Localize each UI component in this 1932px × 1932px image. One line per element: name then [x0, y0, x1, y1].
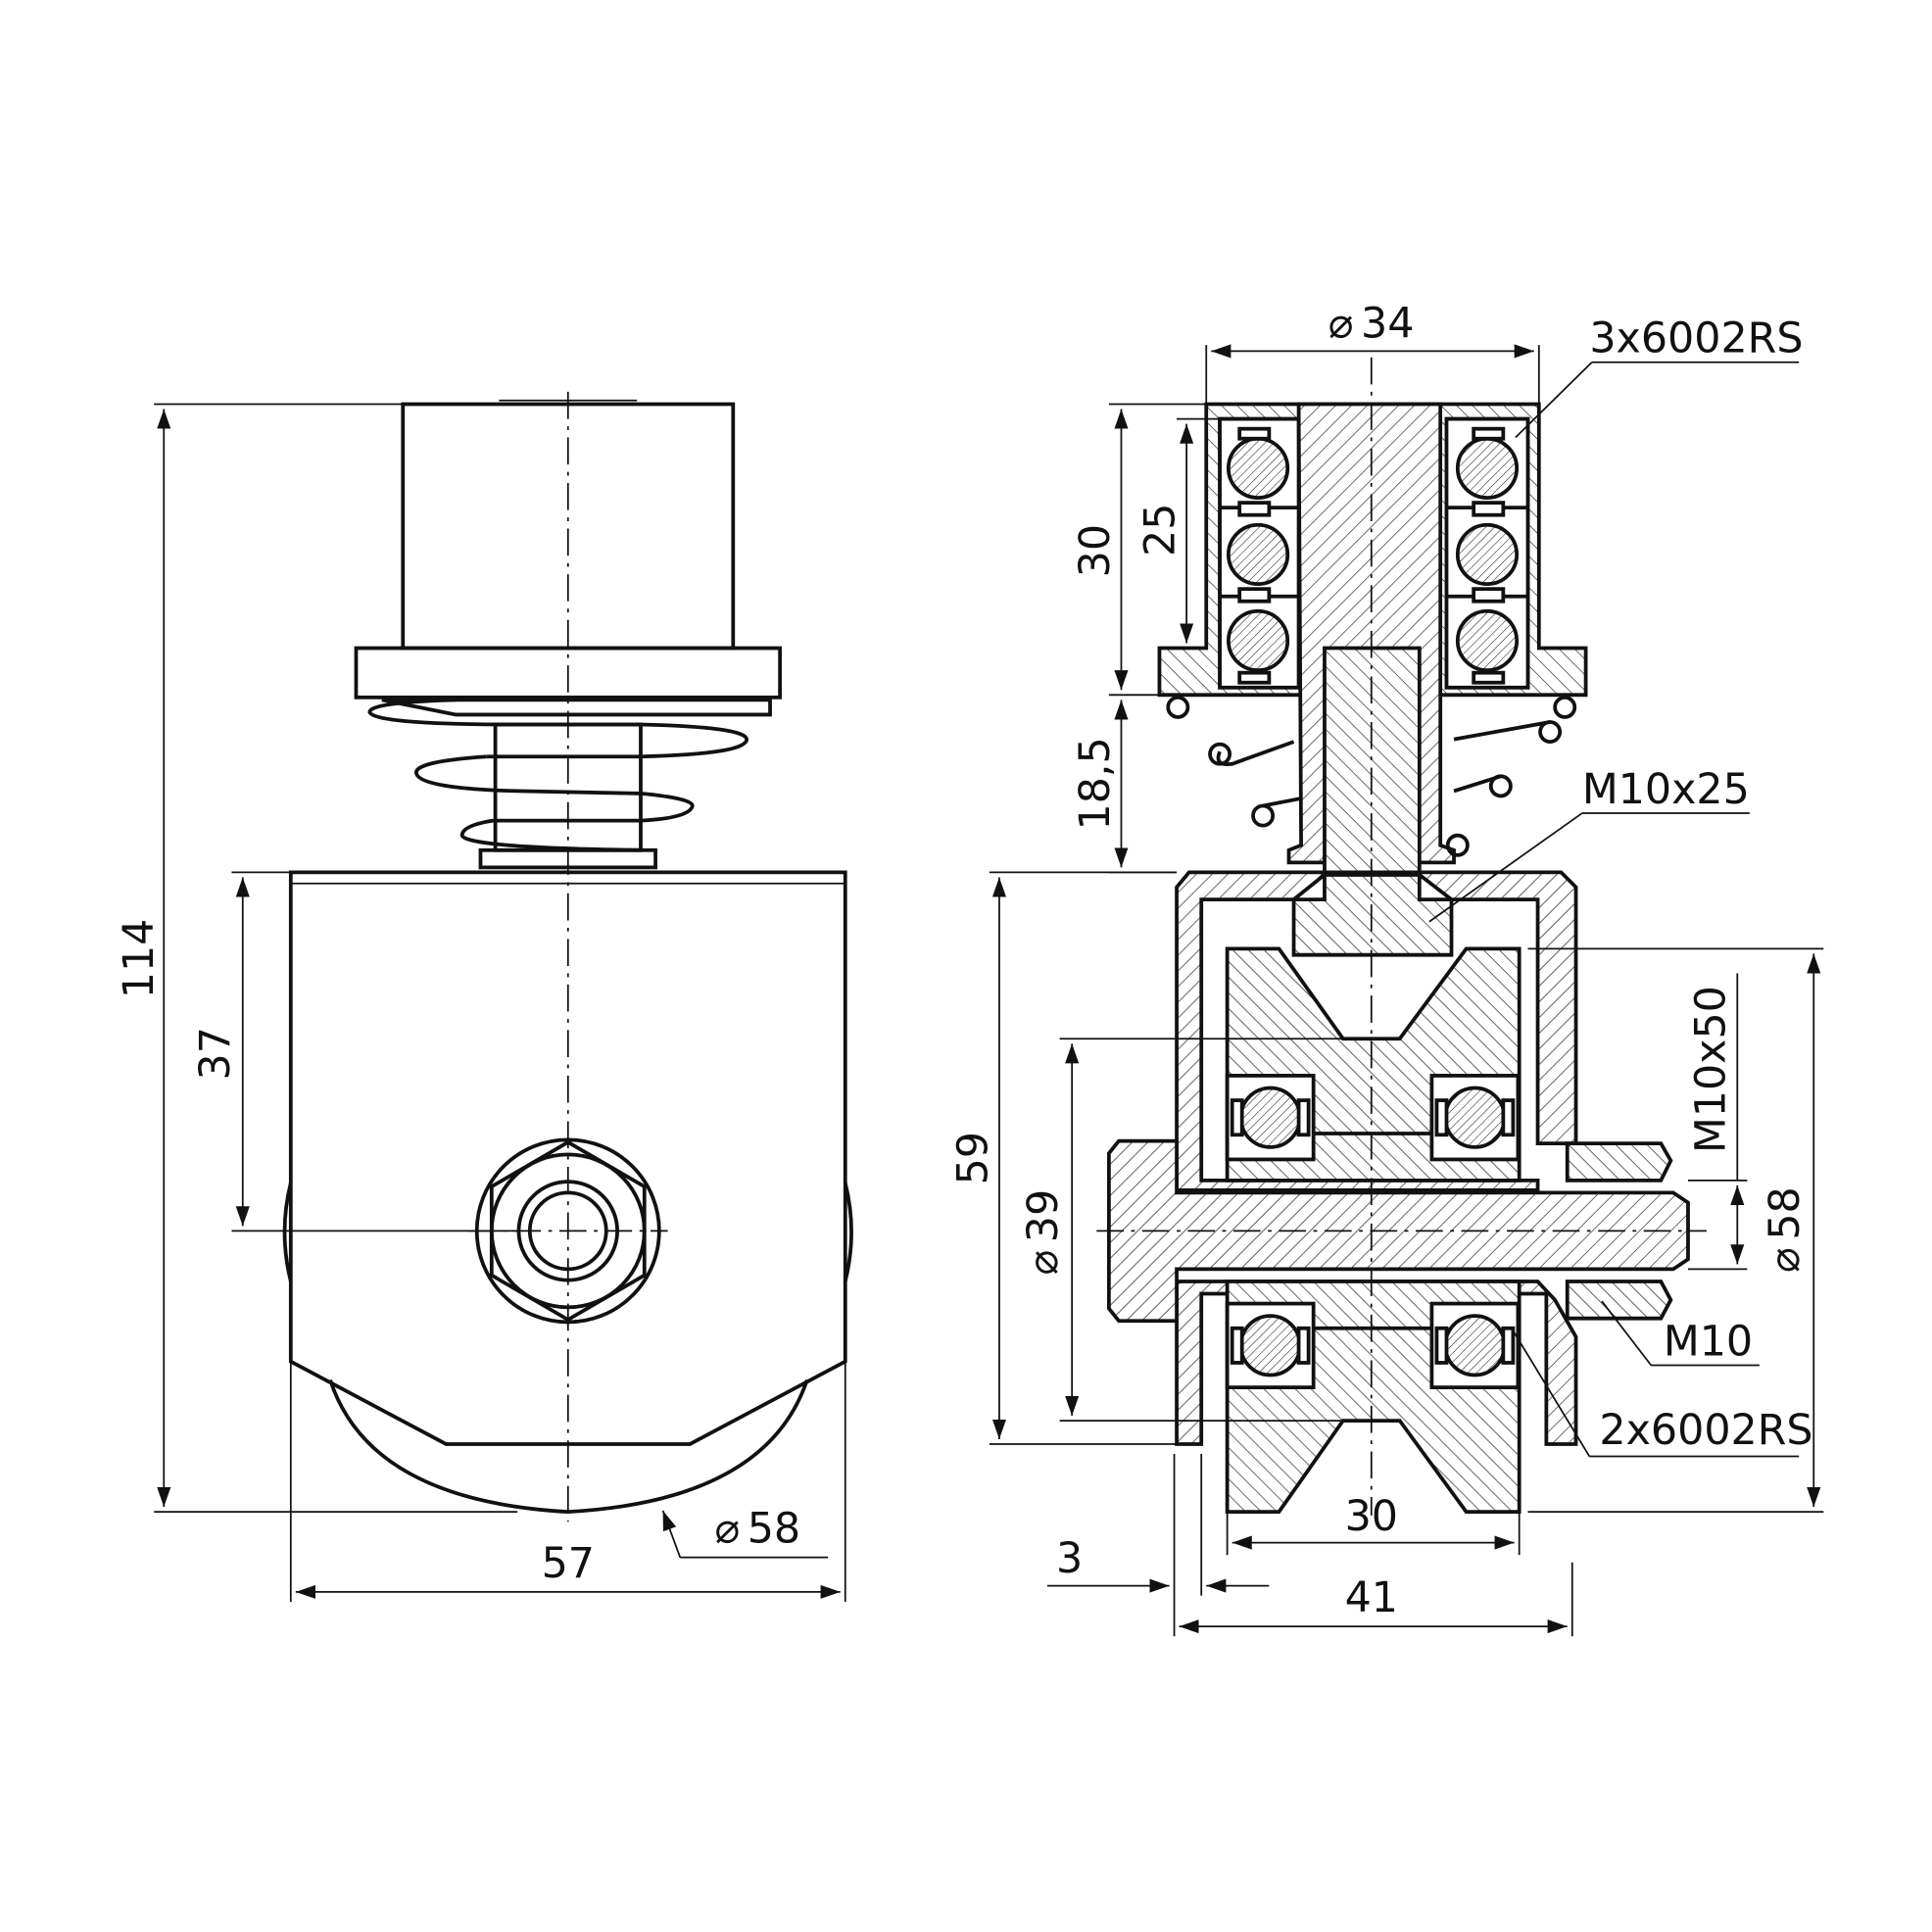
section-dimensions: ⌀34 3x6002RS 30 25 18,5 M10x25 [948, 300, 1824, 1637]
front-dimensions: 114 37 57 ⌀58 [115, 403, 846, 1602]
front-flange [354, 646, 782, 700]
dim-dia-39: ⌀39 [1019, 1189, 1068, 1276]
section-fork-lower [1175, 1280, 1578, 1446]
section-axle-bolt [1107, 1138, 1690, 1324]
label-2x6002rs: 2x6002RS [1599, 1406, 1812, 1455]
front-shaft [493, 722, 643, 852]
front-wheel [328, 1378, 809, 1515]
dim-dia-58-front: ⌀58 [714, 1505, 800, 1554]
section-bolt-top [1291, 646, 1454, 957]
label-m10: M10 [1664, 1317, 1753, 1366]
dim-25: 25 [1136, 504, 1185, 556]
section-view: ⌀34 3x6002RS 30 25 18,5 M10x25 [948, 300, 1824, 1637]
dim-57: 57 [542, 1539, 595, 1588]
dim-59: 59 [948, 1132, 997, 1184]
section-nut-bottom [1565, 1280, 1673, 1321]
dim-30-width: 30 [1345, 1492, 1398, 1541]
dim-dia-34: ⌀34 [1328, 300, 1415, 349]
section-fork [1175, 870, 1578, 1192]
dim-3: 3 [1056, 1534, 1083, 1583]
front-view: 114 37 57 ⌀58 [115, 391, 853, 1602]
section-top-bearings [1218, 416, 1530, 690]
front-spring [367, 698, 772, 852]
dim-37: 37 [191, 1027, 240, 1080]
front-shaft-washer [478, 847, 657, 870]
label-3x6002rs: 3x6002RS [1589, 314, 1803, 363]
section-nut-top [1565, 1141, 1673, 1183]
dim-18-5: 18,5 [1071, 737, 1120, 830]
dim-41: 41 [1345, 1573, 1398, 1622]
section-spring [1166, 695, 1577, 857]
dim-114: 114 [115, 919, 164, 999]
section-wheel-bearings [1225, 1074, 1521, 1390]
dim-dia-58-section: ⌀58 [1761, 1186, 1810, 1273]
label-m10x25: M10x25 [1582, 765, 1750, 814]
label-m10x50: M10x50 [1687, 986, 1736, 1153]
dim-30-vertical: 30 [1071, 524, 1120, 577]
